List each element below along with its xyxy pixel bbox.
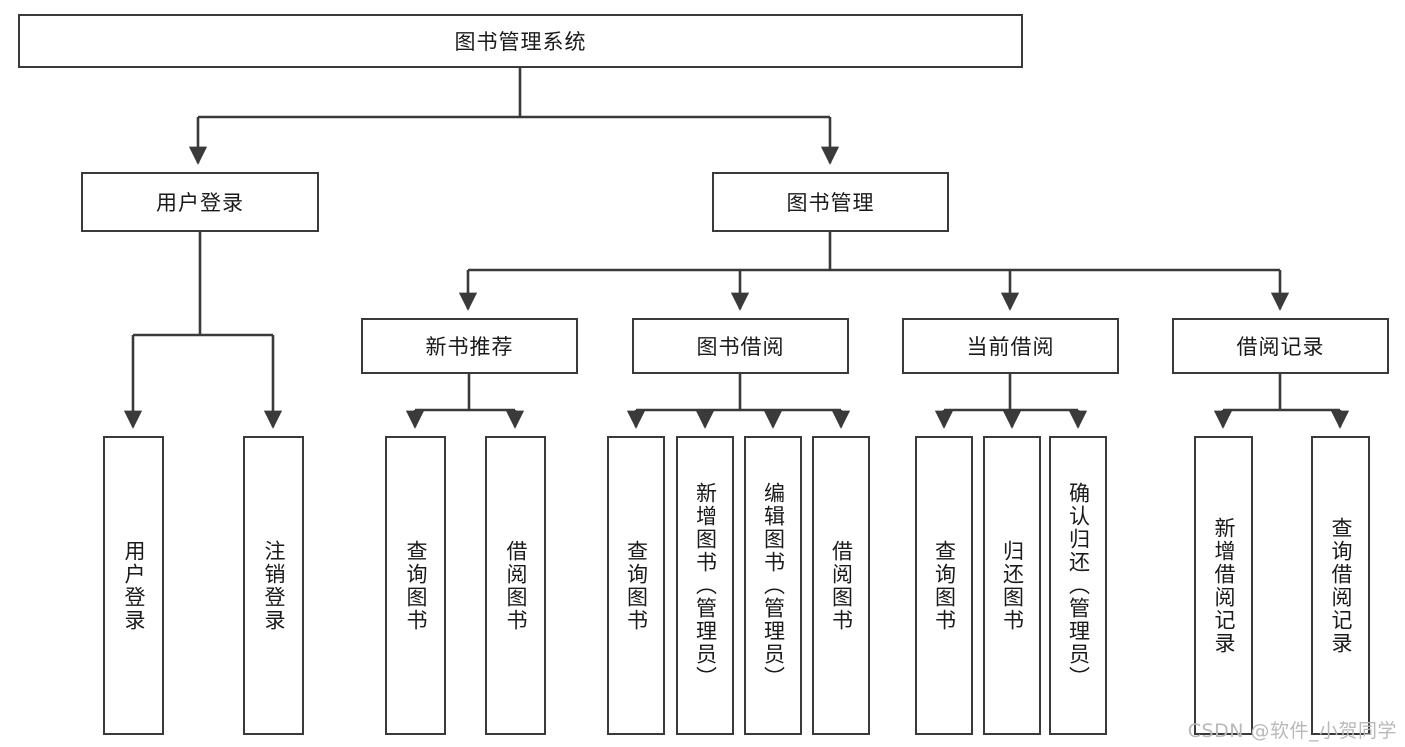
- node-leaf-add-book-label: 新增图书（管理员）: [693, 482, 718, 689]
- node-leaf-logout-label: 注销登录: [262, 539, 286, 632]
- node-leaf-edit-book-label: 编辑图书（管理员）: [761, 482, 786, 689]
- node-leaf-user-login-label: 用户登录: [122, 539, 146, 632]
- node-leaf-user-login[interactable]: 用户登录: [103, 436, 164, 735]
- node-leaf-return-book[interactable]: 归还图书: [983, 436, 1041, 735]
- node-leaf-borrow-book-2-label: 借阅图书: [829, 539, 854, 632]
- node-leaf-logout[interactable]: 注销登录: [243, 436, 304, 735]
- watermark: CSDN @软件_小贺同学: [1187, 720, 1397, 742]
- node-new-book-recommend[interactable]: 新书推荐: [361, 318, 578, 374]
- node-new-book-recommend-label: 新书推荐: [425, 335, 514, 359]
- node-borrow-record-label: 借阅记录: [1236, 335, 1325, 359]
- node-leaf-borrow-book-1[interactable]: 借阅图书: [485, 436, 546, 735]
- node-book-manage[interactable]: 图书管理: [712, 172, 949, 232]
- node-book-borrow-label: 图书借阅: [696, 335, 785, 359]
- node-leaf-query-book-3-label: 查询图书: [932, 539, 957, 632]
- node-leaf-confirm-return[interactable]: 确认归还（管理员）: [1049, 436, 1107, 735]
- node-leaf-query-book-3[interactable]: 查询图书: [915, 436, 973, 735]
- node-user-login-label: 用户登录: [156, 191, 244, 215]
- node-leaf-query-record-label: 查询借阅记录: [1329, 516, 1353, 655]
- node-leaf-borrow-book-1-label: 借阅图书: [504, 539, 528, 632]
- node-leaf-borrow-book-2[interactable]: 借阅图书: [812, 436, 870, 735]
- node-leaf-query-book-1-label: 查询图书: [404, 539, 428, 632]
- node-leaf-query-record[interactable]: 查询借阅记录: [1311, 436, 1370, 735]
- node-leaf-query-book-1[interactable]: 查询图书: [385, 436, 446, 735]
- node-leaf-confirm-return-label: 确认归还（管理员）: [1066, 482, 1091, 689]
- node-borrow-record[interactable]: 借阅记录: [1172, 318, 1389, 374]
- node-leaf-add-record-label: 新增借阅记录: [1212, 516, 1236, 655]
- node-leaf-query-book-2[interactable]: 查询图书: [607, 436, 665, 735]
- node-current-borrow-label: 当前借阅: [966, 335, 1055, 359]
- node-book-borrow[interactable]: 图书借阅: [632, 318, 849, 374]
- node-leaf-add-book[interactable]: 新增图书（管理员）: [676, 436, 734, 735]
- node-root-label: 图书管理系统: [454, 30, 587, 54]
- node-leaf-query-book-2-label: 查询图书: [624, 539, 649, 632]
- node-leaf-edit-book[interactable]: 编辑图书（管理员）: [744, 436, 802, 735]
- node-root[interactable]: 图书管理系统: [18, 14, 1023, 68]
- node-leaf-return-book-label: 归还图书: [1000, 539, 1025, 632]
- node-book-manage-label: 图书管理: [786, 191, 875, 215]
- node-current-borrow[interactable]: 当前借阅: [902, 318, 1119, 374]
- node-leaf-add-record[interactable]: 新增借阅记录: [1194, 436, 1253, 735]
- node-user-login[interactable]: 用户登录: [81, 172, 319, 232]
